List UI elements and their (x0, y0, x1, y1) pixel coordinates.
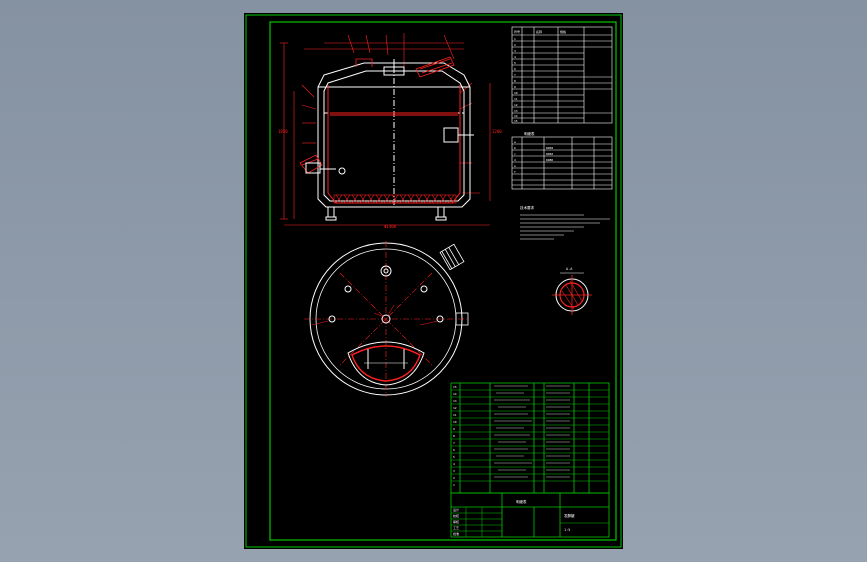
svg-text:13: 13 (514, 109, 518, 113)
outer-frame (245, 14, 622, 548)
svg-text:DN50: DN50 (546, 146, 553, 150)
svg-text:1: 1 (514, 37, 516, 41)
drawing-sheet[interactable]: 1850 Φ1400 1200 (244, 13, 623, 549)
svg-text:11: 11 (514, 97, 518, 101)
svg-text:10: 10 (453, 420, 457, 424)
svg-text:15: 15 (453, 385, 457, 389)
svg-text:2: 2 (514, 43, 516, 47)
svg-text:13: 13 (453, 399, 457, 403)
svg-text:Φ1400: Φ1400 (384, 224, 397, 229)
svg-text:规格: 规格 (560, 29, 566, 34)
svg-text:12: 12 (514, 103, 518, 107)
svg-text:10: 10 (514, 91, 518, 95)
top-view (304, 241, 469, 397)
svg-text:15: 15 (514, 119, 518, 123)
svg-text:d: d (514, 158, 516, 162)
parts-table-title: 明细表 (524, 131, 535, 136)
svg-text:a: a (514, 140, 516, 144)
svg-text:8: 8 (453, 434, 455, 438)
svg-text:1: 1 (453, 483, 455, 487)
svg-text:7: 7 (453, 441, 455, 445)
svg-text:3: 3 (453, 469, 455, 473)
drawing-canvas: 1850 Φ1400 1200 (245, 14, 622, 548)
svg-text:e: e (514, 164, 516, 168)
section-detail: A-A (552, 267, 592, 315)
nozzle-table: 符号名称规格 123 456 789 101112 131415 (511, 26, 613, 124)
svg-text:名称: 名称 (536, 29, 542, 34)
svg-text:c: c (514, 152, 516, 156)
svg-text:9: 9 (453, 427, 455, 431)
drawing-scale: 1:5 (564, 528, 570, 532)
section-label: A-A (566, 267, 573, 271)
parts-small-table: 明细表 abc (511, 131, 613, 190)
svg-text:1200: 1200 (492, 129, 502, 134)
tech-req-title: 技术要求 (520, 205, 534, 210)
svg-text:5: 5 (453, 455, 455, 459)
svg-text:设计: 设计 (453, 507, 459, 512)
svg-text:校核: 校核 (453, 513, 459, 518)
svg-text:3: 3 (514, 49, 516, 53)
svg-text:DN50: DN50 (546, 152, 553, 156)
svg-text:b: b (514, 146, 516, 150)
svg-text:1850: 1850 (278, 129, 288, 134)
svg-text:14: 14 (453, 392, 457, 396)
svg-text:审核: 审核 (453, 519, 459, 524)
svg-text:4: 4 (453, 462, 455, 466)
drawing-name: 发酵罐 (564, 513, 575, 518)
svg-text:f: f (514, 170, 516, 174)
svg-text:8: 8 (514, 79, 516, 83)
bom-table: 15 14 13 12 11 10 9 8 7 6 5 4 3 2 1 (450, 382, 610, 494)
svg-text:6: 6 (514, 67, 516, 71)
svg-text:14: 14 (514, 114, 518, 118)
svg-text:9: 9 (514, 85, 516, 89)
svg-text:12: 12 (453, 406, 457, 410)
svg-text:4: 4 (514, 55, 516, 59)
svg-text:2: 2 (453, 476, 455, 480)
svg-text:批准: 批准 (453, 531, 459, 536)
svg-text:7: 7 (514, 73, 516, 77)
bom-title: 明细表 (516, 499, 527, 504)
svg-text:5: 5 (514, 61, 516, 65)
svg-text:6: 6 (453, 448, 455, 452)
front-view: 1850 Φ1400 1200 (278, 33, 502, 229)
svg-text:11: 11 (453, 413, 457, 417)
title-block: 明细表 发酵罐 1:5 设计 校核 审核 工艺 批准 (450, 492, 610, 538)
svg-text:符号: 符号 (514, 29, 520, 34)
tech-requirements: 技术要求 (520, 205, 610, 240)
svg-text:DN80: DN80 (546, 158, 553, 162)
inner-frame (269, 21, 617, 541)
svg-text:工艺: 工艺 (453, 525, 459, 530)
